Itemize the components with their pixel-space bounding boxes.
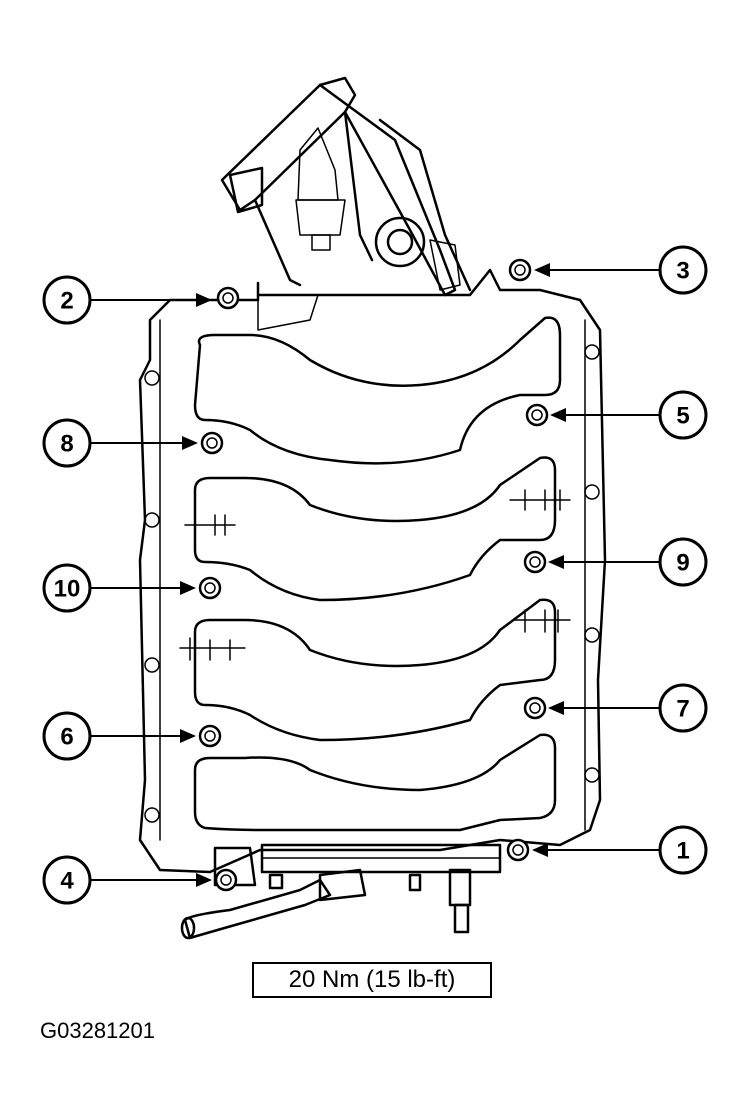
svg-text:5: 5 [676, 403, 689, 430]
fuel-rail [180, 843, 502, 940]
torque-spec-label: 20 Nm (15 lb-ft) [252, 962, 492, 998]
callout-10: 10 [42, 563, 196, 613]
svg-text:6: 6 [60, 724, 73, 751]
bolt-7 [523, 696, 547, 720]
injector-details [179, 489, 571, 661]
callout-4: 4 [42, 855, 212, 905]
bolt-1 [506, 838, 530, 862]
callout-7: 7 [548, 683, 708, 733]
svg-text:4: 4 [60, 868, 74, 895]
svg-text:10: 10 [54, 576, 81, 603]
callout-8: 8 [42, 418, 198, 468]
callout-5: 5 [550, 390, 708, 440]
callout-9: 9 [548, 537, 708, 587]
bolt-9 [523, 550, 547, 574]
svg-text:1: 1 [676, 838, 689, 865]
svg-text:9: 9 [676, 550, 689, 577]
callout-6: 6 [42, 711, 196, 761]
bolt-2 [216, 286, 240, 310]
intake-runners [193, 316, 562, 832]
bolt-4 [214, 868, 238, 892]
svg-text:8: 8 [60, 431, 73, 458]
figure-id: G03281201 [40, 1018, 155, 1043]
bolt-5 [525, 403, 549, 427]
callouts: 2 8 10 6 4 [42, 245, 708, 905]
callout-1: 1 [532, 825, 708, 875]
bolts [198, 258, 549, 892]
bolt-8 [200, 431, 224, 455]
bolt-6 [198, 724, 222, 748]
throttle-body-bracket [220, 76, 472, 297]
manifold-frame [138, 268, 607, 874]
svg-text:2: 2 [60, 288, 73, 315]
callout-2: 2 [42, 275, 212, 325]
bolt-10 [198, 576, 222, 600]
svg-text:7: 7 [676, 696, 689, 723]
svg-text:3: 3 [676, 258, 689, 285]
callout-3: 3 [534, 245, 708, 295]
bolt-3 [508, 258, 532, 282]
